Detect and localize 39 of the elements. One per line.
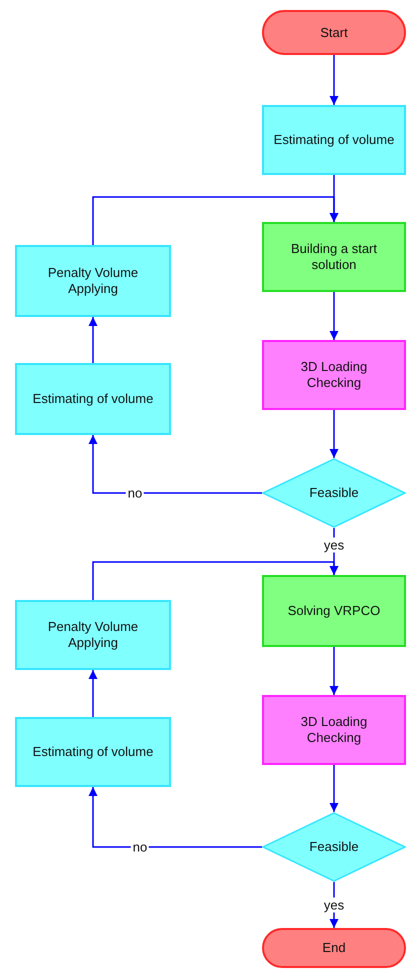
node-label: 3D Loading Checking bbox=[300, 714, 368, 746]
node-label: Feasible bbox=[309, 839, 359, 855]
node-label: Penalty Volume Applying bbox=[46, 265, 140, 297]
arrow bbox=[92, 561, 338, 600]
terminal-shape bbox=[262, 10, 406, 55]
process-box bbox=[262, 575, 406, 647]
node-label: End bbox=[322, 940, 346, 956]
arrow bbox=[330, 410, 338, 458]
terminal-shape bbox=[262, 928, 406, 968]
process-box bbox=[15, 245, 171, 317]
node-label: Solving VRPCO bbox=[288, 603, 380, 619]
process-box bbox=[262, 340, 406, 410]
node-label: Start bbox=[320, 24, 348, 40]
process-box bbox=[15, 600, 171, 670]
node-label: Estimating of volume bbox=[32, 744, 154, 760]
process-box bbox=[15, 717, 171, 787]
arrow bbox=[88, 670, 98, 717]
node-label: Feasible bbox=[309, 485, 359, 501]
process-box bbox=[262, 222, 406, 292]
node-label: 3D Loading Checking bbox=[300, 359, 368, 391]
arrow bbox=[330, 765, 338, 812]
node-label: Penalty Volume Applying bbox=[46, 619, 140, 651]
decision-diamond bbox=[262, 812, 406, 882]
arrow bbox=[330, 55, 338, 105]
decision-diamond bbox=[262, 458, 406, 528]
arrow bbox=[330, 647, 338, 695]
arrow bbox=[330, 292, 338, 340]
arrow bbox=[92, 196, 338, 245]
node-label: Estimating of volume bbox=[274, 132, 394, 148]
process-box bbox=[262, 695, 406, 765]
process-box bbox=[15, 363, 171, 435]
edge-label: yes bbox=[322, 538, 346, 552]
arrow bbox=[88, 317, 98, 363]
node-label: Estimating of volume bbox=[32, 391, 154, 407]
arrow bbox=[88, 787, 262, 848]
node-label: Building a start solution bbox=[290, 241, 378, 273]
process-box bbox=[262, 105, 406, 175]
arrow bbox=[88, 435, 262, 494]
edge-label: yes bbox=[322, 898, 346, 912]
